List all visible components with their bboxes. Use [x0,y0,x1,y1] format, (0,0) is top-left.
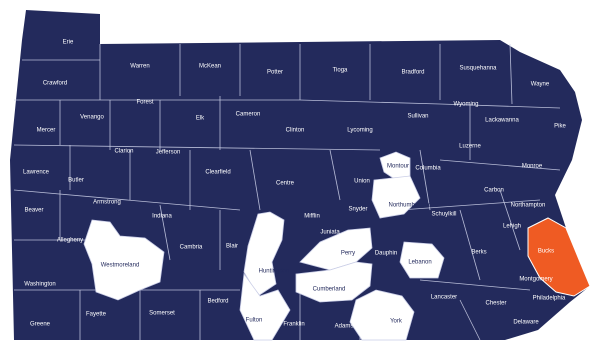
county-label: Montgomery [519,277,552,283]
county-label: Northampton [511,203,546,209]
county-label: Berks [471,250,486,256]
county-label: Clarion [114,149,133,155]
county-label: Fayette [86,312,107,318]
county-label: Carbon [484,188,504,194]
county-label: Bradford [401,70,424,76]
county-label: Erie [63,40,74,46]
county-label: Lackawanna [485,118,519,124]
county-label: Union [354,179,370,185]
county-label: Blair [226,244,238,250]
county-label: Fulton [246,318,263,324]
county-label: Luzerne [459,144,481,150]
county-label: Adams [335,324,354,330]
county-label: Allegheny [57,238,83,244]
county-label: Butler [68,178,84,184]
county-label: Franklin [283,322,304,328]
county-label: Tioga [333,68,348,74]
county-label: Perry [341,251,355,257]
county-label: Wyoming [454,102,479,108]
county-label: Lycoming [347,128,372,134]
county-label: Westmoreland [101,263,140,269]
county-label: Delaware [513,320,539,326]
county-label: Columbia [415,166,441,172]
county-fulton [239,272,291,341]
county-label: Schuylkill [431,212,456,218]
county-label: Greene [30,322,51,328]
county-label: Bedford [207,299,228,305]
county-label: Montour [387,164,409,170]
county-label: Elk [196,116,205,122]
county-label: Potter [267,70,283,76]
county-label: Lehigh [503,224,521,230]
county-northumberland [371,175,421,219]
county-label: Dauphin [375,251,397,257]
county-label: Cambria [180,245,203,251]
county-bucks [527,217,591,297]
county-label: Monroe [522,164,543,170]
county-york [349,289,415,341]
county-label: Lawrence [23,170,50,176]
county-label: Wayne [531,82,550,88]
county-label: Sullivan [407,114,428,120]
county-label: Washington [24,282,55,288]
county-westmoreland [83,219,165,301]
county-label: Jefferson [156,150,181,156]
county-label: Clearfield [205,170,230,176]
county-label: Susquehanna [459,66,497,72]
county-label: Chester [485,301,506,307]
county-label: Mifflin [304,214,320,220]
county-label: Juniata [320,230,340,236]
county-label: Clinton [286,128,305,134]
county-label: Armstrong [93,200,121,206]
county-label: Mercer [37,128,56,134]
county-label: Venango [80,115,104,121]
county-label: Cameron [236,112,261,118]
county-label: Huntingdon [259,269,290,275]
county-huntingdon [243,211,285,297]
unshaded-counties [83,151,445,341]
county-label: Somerset [149,311,175,317]
county-label: Snyder [348,207,367,213]
county-label: Crawford [43,81,67,87]
county-label: Philadelphia [533,296,566,302]
county-label: Lancaster [431,295,457,301]
county-label: Northumberland [388,203,431,209]
county-cumberland [295,261,373,303]
county-label: Centre [276,181,295,187]
county-label: Pike [554,124,566,130]
county-lebanon [399,241,445,279]
county-label: Cumberland [313,287,346,293]
county-label: Forest [136,100,153,106]
county-label: McKean [199,64,221,70]
county-label: York [390,319,403,325]
county-label: Lebanon [408,260,431,266]
county-label: Beaver [24,208,43,214]
county-label: Indiana [152,214,172,220]
county-label: Bucks [538,249,554,255]
county-label: Warren [130,64,149,70]
